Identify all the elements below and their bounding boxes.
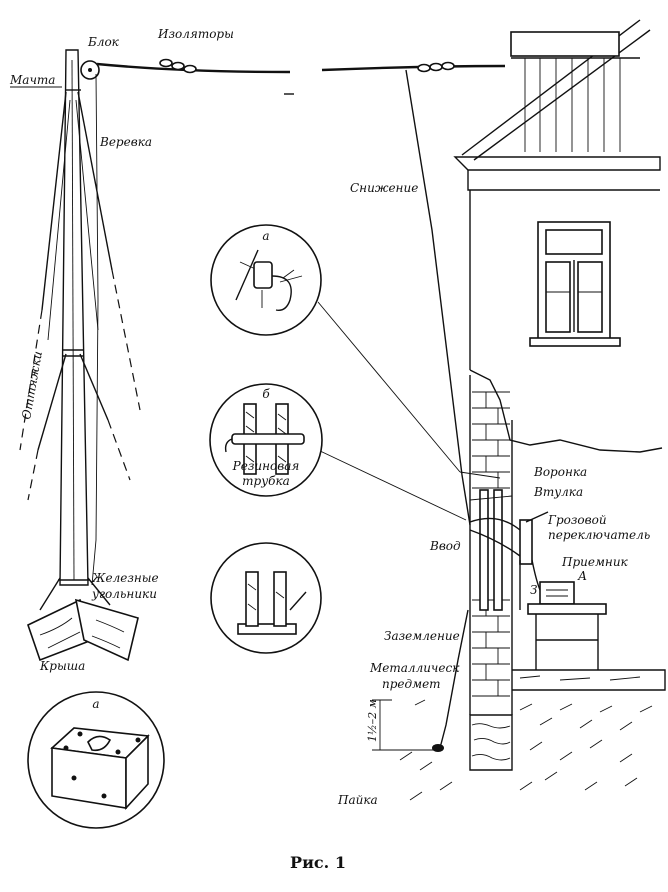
insulator-chain-left (159, 58, 197, 74)
inset-a-bottom (27, 691, 165, 829)
mast (19, 49, 141, 662)
labels: Блок Изоляторы Мачта Веревка Оттяжки Сни… (9, 27, 650, 872)
ground-hatch (399, 699, 653, 801)
label-roof: Крыша (39, 659, 85, 673)
building (399, 19, 666, 801)
label-inset-a-bottom: а (92, 697, 99, 711)
grounding-wire (439, 609, 469, 749)
metal-object (432, 744, 444, 752)
brick-wall (472, 391, 510, 697)
label-mast: Мачта (9, 73, 55, 87)
descent-wire (405, 69, 471, 526)
label-receiver: Приемник (561, 555, 629, 569)
label-lightning-switch-1: Грозовой (547, 513, 607, 527)
label-metal-object-1: Металлическ (369, 661, 460, 675)
inset-a-top (210, 224, 322, 336)
insulator-chain-right (417, 61, 455, 73)
lightning-switch (519, 519, 533, 565)
label-insulators: Изоляторы (157, 27, 234, 41)
label-descent: Снижение (350, 181, 418, 195)
inset-c (210, 542, 322, 654)
label-inset-a-top: а (262, 229, 269, 243)
label-rubber-tube-1: Резиновая (232, 459, 300, 473)
roof-right-plank (74, 598, 139, 662)
label-iron-angles-2: угольники (91, 587, 157, 601)
label-guys: Оттяжки (19, 350, 45, 420)
label-lightning-switch-2: переключатель (548, 528, 650, 542)
figure-caption: Рис. 1 (290, 853, 346, 872)
label-terminal-a: А (577, 569, 587, 583)
antenna-span (96, 58, 506, 526)
label-inset-b: б (262, 387, 270, 401)
label-metal-object-2: предмет (382, 677, 441, 691)
label-bushing: Втулка (533, 485, 583, 499)
label-rubber-tube-2: трубка (242, 474, 290, 488)
label-terminal-z: З (530, 583, 537, 597)
label-inlet: Ввод (429, 539, 461, 553)
label-iron-angles-1: Железные (91, 571, 159, 585)
receiver-box (539, 581, 575, 605)
label-grounding: Заземление (384, 629, 460, 643)
label-block: Блок (87, 35, 120, 49)
label-funnel: Воронка (533, 465, 587, 479)
inset-b (209, 383, 323, 497)
table-top (527, 603, 607, 615)
label-solder: Пайка (337, 793, 378, 807)
label-rope: Веревка (99, 135, 152, 149)
window (529, 221, 621, 347)
label-depth: 1½–2 м (366, 699, 379, 742)
receiver-setup (372, 511, 607, 752)
callout-leaders (317, 301, 513, 521)
